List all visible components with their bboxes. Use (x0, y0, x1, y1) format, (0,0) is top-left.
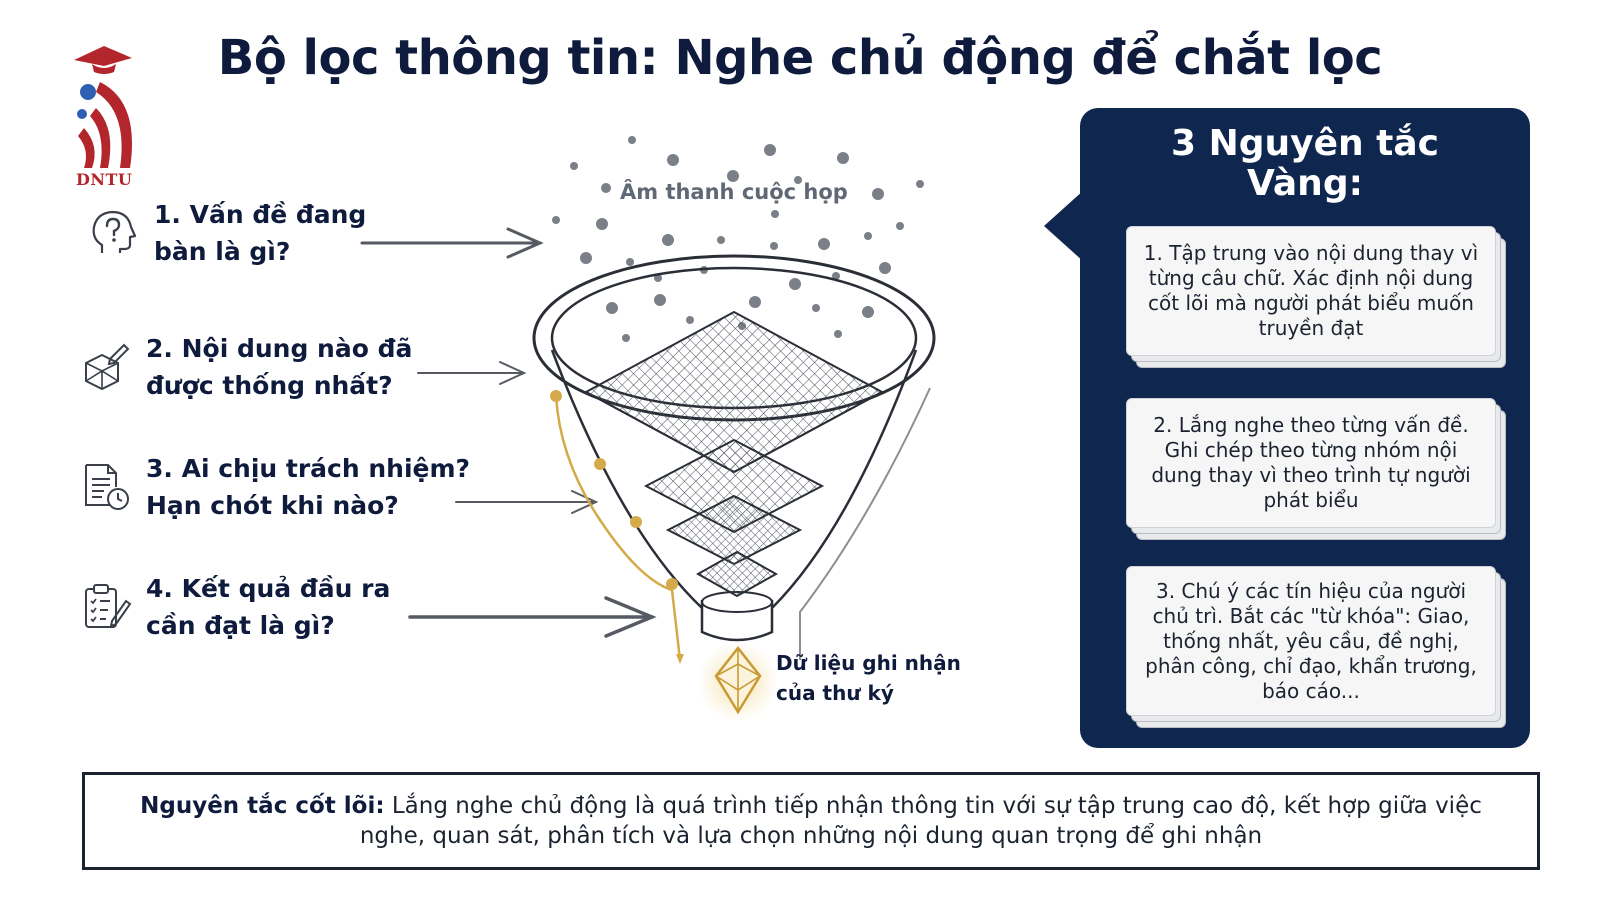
question-item-3: 3. Ai chịu trách nhiệm? Hạn chót khi nào… (80, 450, 470, 524)
diamond-icon (698, 642, 778, 722)
question-item-1: 1. Vấn đề đang bàn là gì? (88, 196, 366, 270)
principle-card-face: 3. Chú ý các tín hiệu của người chủ trì.… (1126, 566, 1496, 716)
question-text-4: 4. Kết quả đầu ra cần đạt là gì? (146, 570, 390, 644)
output-label-line2: của thư ký (776, 681, 894, 705)
question-3-line1: 3. Ai chịu trách nhiệm? (146, 454, 471, 483)
question-2-line2: được thống nhất? (146, 371, 393, 400)
arrow-1 (360, 227, 544, 259)
arrow-3 (455, 490, 599, 514)
principle-card-face: 2. Lắng nghe theo từng vấn đề. Ghi chép … (1126, 398, 1496, 528)
principle-text-1: 1. Tập trung vào nội dung thay vì từng c… (1143, 241, 1479, 340)
question-1-line2: bàn là gì? (154, 237, 291, 266)
question-text-3: 3. Ai chịu trách nhiệm? Hạn chót khi nào… (146, 450, 470, 524)
principle-card-2: 2. Lắng nghe theo từng vấn đề. Ghi chép … (1126, 398, 1506, 540)
question-4-line1: 4. Kết quả đầu ra (146, 574, 391, 603)
principle-text-2: 2. Lắng nghe theo từng vấn đề. Ghi chép … (1151, 413, 1471, 512)
core-principle-text: Nguyên tắc cốt lõi: Lắng nghe chủ động l… (125, 791, 1497, 851)
funnel-input-label: Âm thanh cuộc họp (620, 180, 848, 204)
core-principle-box: Nguyên tắc cốt lõi: Lắng nghe chủ động l… (82, 772, 1540, 870)
principle-text-3: 3. Chú ý các tín hiệu của người chủ trì.… (1145, 578, 1477, 703)
logo-text: DNTU (76, 170, 133, 189)
arrow-4 (408, 596, 657, 638)
dntu-logo-icon (74, 46, 132, 168)
question-text-1: 1. Vấn đề đang bàn là gì? (154, 196, 366, 270)
output-label-line1: Dữ liệu ghi nhận (776, 651, 961, 675)
principle-card-face: 1. Tập trung vào nội dung thay vì từng c… (1126, 226, 1496, 356)
question-2-line1: 2. Nội dung nào đã (146, 334, 413, 363)
question-1-line1: 1. Vấn đề đang (154, 200, 367, 229)
panel-title: 3 Nguyên tắc Vàng: (1080, 124, 1530, 204)
page-title: Bộ lọc thông tin: Nghe chủ động để chắt … (217, 30, 1383, 86)
head-question-icon (92, 210, 137, 253)
funnel-body (532, 254, 936, 660)
gold-chain (550, 390, 684, 664)
cube-pencil-icon (85, 343, 130, 391)
sound-particles (552, 136, 924, 342)
arrow-2 (417, 361, 527, 385)
question-3-line2: Hạn chót khi nào? (146, 491, 399, 520)
funnel-output-label: Dữ liệu ghi nhận của thư ký (776, 648, 961, 708)
clipboard-pen-icon (85, 584, 132, 628)
question-text-2: 2. Nội dung nào đã được thống nhất? (146, 330, 412, 404)
core-principle-label: Nguyên tắc cốt lõi: (140, 793, 385, 819)
core-principle-body: Lắng nghe chủ động là quá trình tiếp nhậ… (359, 793, 1482, 849)
principle-card-3: 3. Chú ý các tín hiệu của người chủ trì.… (1126, 566, 1506, 728)
panel-title-line2: Vàng: (1247, 163, 1363, 204)
question-item-4: 4. Kết quả đầu ra cần đạt là gì? (80, 570, 390, 644)
filter-layer-4 (695, 550, 779, 598)
question-4-line2: cần đạt là gì? (146, 611, 335, 640)
document-clock-icon (85, 464, 129, 510)
principle-card-1: 1. Tập trung vào nội dung thay vì từng c… (1126, 226, 1506, 368)
panel-pointer (1044, 190, 1084, 262)
question-item-2: 2. Nội dung nào đã được thống nhất? (80, 330, 412, 404)
panel-title-line1: 3 Nguyên tắc (1171, 123, 1439, 164)
